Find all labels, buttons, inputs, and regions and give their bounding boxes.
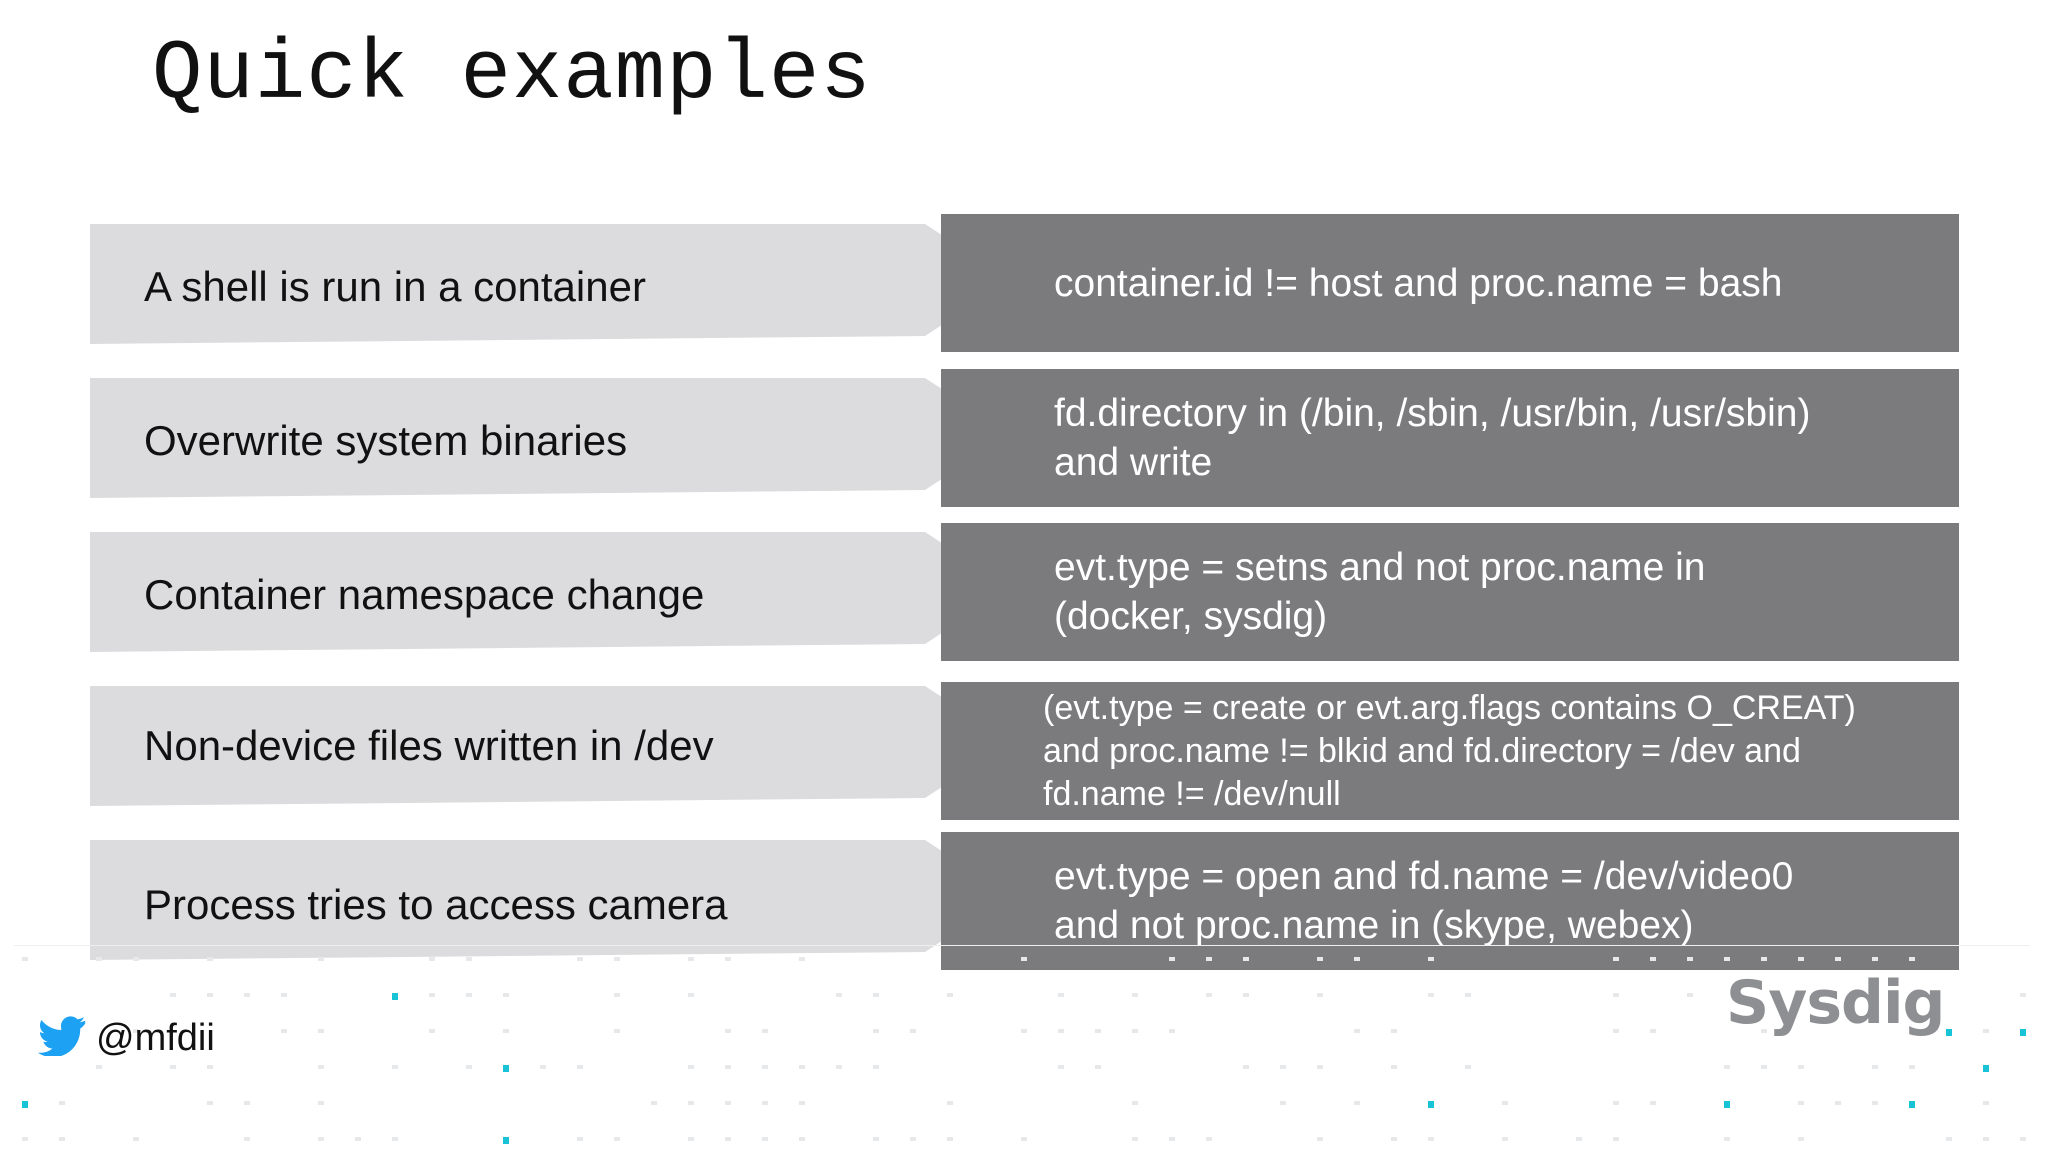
rule-box: container.id != host and proc.name = bas… [941, 214, 1959, 352]
condition-label: Process tries to access camera [144, 881, 728, 928]
rule-text: (evt.type = create or evt.arg.flags cont… [1043, 688, 1856, 813]
twitter-bird-icon [38, 1016, 86, 1061]
condition-arrow [90, 224, 1011, 344]
rule-box: (evt.type = create or evt.arg.flags cont… [941, 682, 1959, 820]
condition-arrow [90, 840, 1011, 960]
rule-box: evt.type = open and fd.name = /dev/video… [941, 832, 1959, 970]
condition-label: Container namespace change [144, 571, 705, 618]
rule-box: evt.type = setns and not proc.name in (d… [941, 523, 1959, 661]
condition-label: Non-device files written in /dev [144, 722, 714, 769]
rule-text: fd.directory in (/bin, /sbin, /usr/bin, … [1054, 392, 1811, 484]
condition-arrow [90, 532, 1011, 652]
sysdig-logo: Sysdig [1726, 968, 1946, 1038]
rule-text: container.id != host and proc.name = bas… [1054, 261, 1783, 305]
condition-label: A shell is run in a container [144, 263, 646, 310]
condition-arrow [90, 686, 1011, 806]
condition-arrow [90, 378, 1011, 498]
rule-text: evt.type = setns and not proc.name in (d… [1054, 546, 1706, 638]
handle-text: @mfdii [96, 1017, 215, 1059]
slide-title: Quick examples [152, 28, 872, 123]
rule-text: evt.type = open and fd.name = /dev/video… [1054, 855, 1794, 947]
twitter-handle: @mfdii [38, 1016, 215, 1061]
condition-label: Overwrite system binaries [144, 417, 628, 464]
rule-box: fd.directory in (/bin, /sbin, /usr/bin, … [941, 369, 1959, 507]
